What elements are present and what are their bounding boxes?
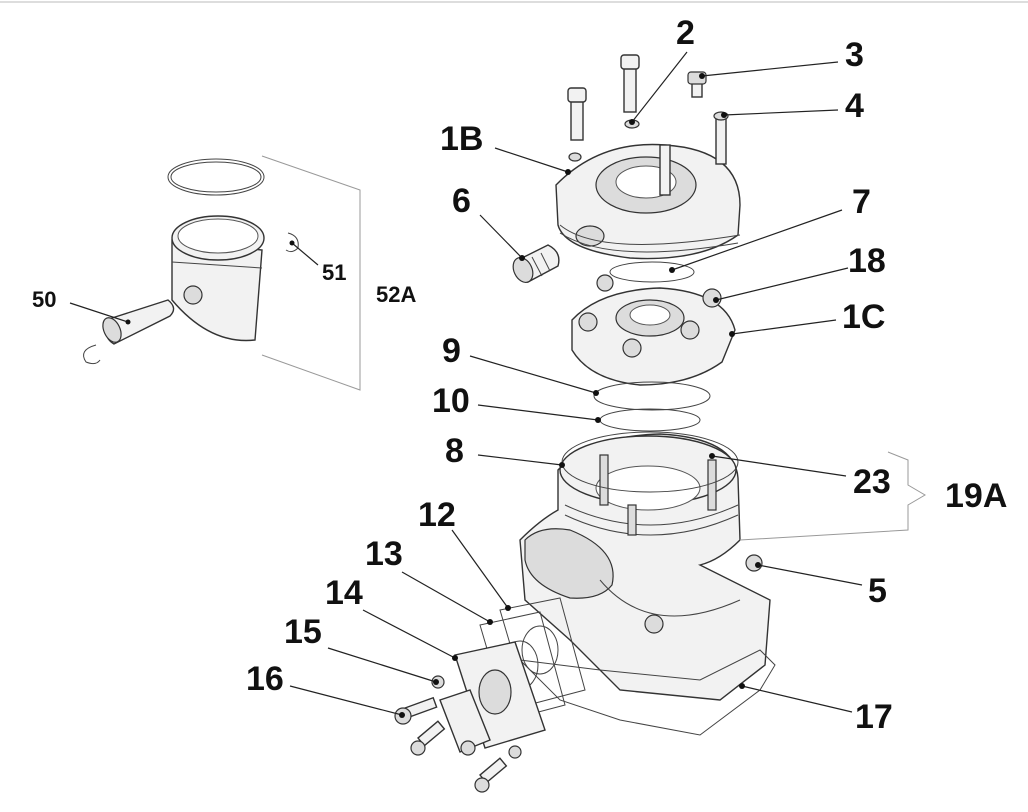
bracket-52A: [261, 155, 361, 391]
head-bolt-a: [567, 87, 587, 141]
label-9: 9: [442, 332, 461, 370]
base-gasket-17: [518, 649, 776, 736]
label-1B: 1B: [440, 120, 483, 158]
nut-18-e: [680, 320, 700, 340]
label-15: 15: [284, 613, 322, 651]
piston: [171, 215, 265, 342]
label-17: 17: [855, 698, 893, 736]
nut-18-d: [622, 338, 642, 358]
nut-18-c: [578, 312, 598, 332]
label-7: 7: [852, 183, 871, 221]
label-4: 4: [845, 87, 864, 125]
nut-18-b: [702, 288, 722, 308]
label-5: 5: [868, 572, 887, 610]
washer-1B: [568, 152, 582, 162]
label-3: 3: [845, 36, 864, 74]
bracket-19A: [739, 451, 926, 541]
o-ring-7: [609, 261, 695, 283]
label-8: 8: [445, 432, 464, 470]
head-1C: [571, 287, 736, 386]
flange-14: [439, 641, 546, 753]
label-52A: 52A: [376, 282, 416, 307]
cylinder-19A: [519, 433, 771, 701]
leader-lines: [69, 51, 863, 718]
bolt-16-c: [474, 757, 508, 793]
plug-6: [512, 244, 560, 283]
label-12: 12: [418, 496, 456, 534]
head-cover-1B: [555, 143, 741, 260]
label-18: 18: [848, 242, 886, 280]
gasket-9: [593, 381, 711, 411]
label-16: 16: [246, 660, 284, 698]
label-13: 13: [365, 535, 403, 573]
washer-flange: [508, 745, 522, 759]
label-14: 14: [325, 574, 363, 612]
nut-18-a: [596, 274, 614, 292]
nut-cylinder: [644, 614, 664, 634]
bolt-16-b: [410, 720, 446, 756]
label-6: 6: [452, 182, 471, 220]
bolt-16: [394, 696, 438, 725]
stud-center: [659, 144, 671, 196]
head-bolt-b: [620, 54, 640, 113]
label-2: 2: [676, 14, 695, 52]
circlip-left: [83, 344, 101, 365]
label-1C: 1C: [842, 298, 885, 336]
label-51: 51: [322, 260, 346, 285]
piston-ring: [167, 158, 265, 196]
stud-4: [713, 111, 729, 165]
label-19A: 19A: [945, 477, 1007, 515]
label-23: 23: [853, 463, 891, 501]
nut-flange: [460, 740, 476, 756]
label-10: 10: [432, 382, 470, 420]
label-50: 50: [32, 287, 56, 312]
piston-pin: [102, 299, 175, 345]
o-ring-10: [599, 408, 701, 432]
